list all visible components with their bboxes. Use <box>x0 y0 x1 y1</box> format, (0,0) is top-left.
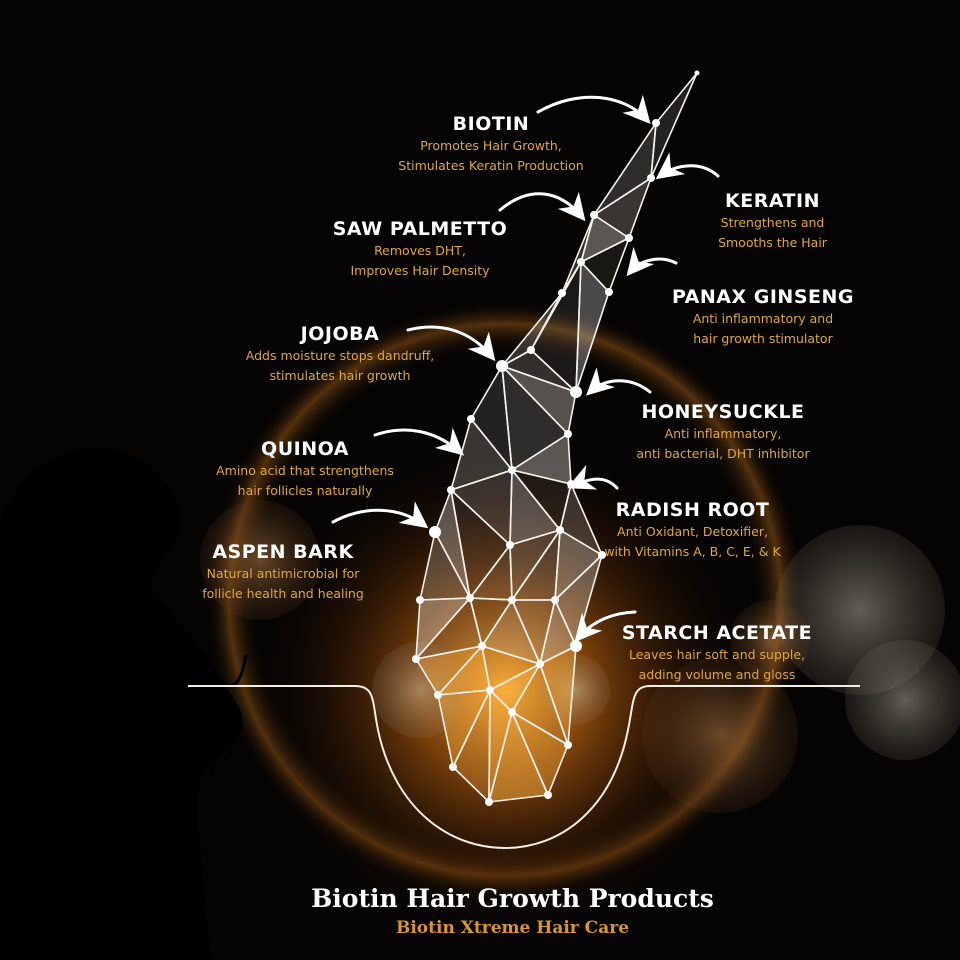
curved-arrow-icon <box>331 501 429 529</box>
curved-arrow-icon <box>373 427 465 456</box>
hair-node <box>551 596 559 604</box>
silhouette-icon <box>0 448 243 960</box>
ingredient-desc: Promotes Hair Growth, <box>420 138 562 153</box>
hair-node <box>536 660 544 668</box>
curved-arrow-icon <box>406 325 496 362</box>
curved-arrow-icon <box>567 464 619 490</box>
ingredient-keratin: KERATIN Strengthens and Smooths the Hair <box>700 189 845 253</box>
ingredient-desc: follicle health and healing <box>202 586 364 601</box>
hair-strand-icon <box>412 70 700 806</box>
curved-arrow-icon <box>586 367 652 396</box>
hair-node <box>558 289 566 297</box>
hair-node <box>598 551 606 559</box>
hair-node <box>625 234 633 242</box>
ingredient-desc: Improves Hair Density <box>350 263 490 278</box>
background-bokeh <box>200 300 960 950</box>
curved-arrow-icon <box>655 152 720 180</box>
ingredient-name: KERATIN <box>725 190 820 212</box>
ingredient-desc: Anti Oxidant, Detoxifier, <box>617 524 768 539</box>
ingredient-name: JOJOBA <box>300 323 380 345</box>
skin-line <box>188 685 860 850</box>
hair-node <box>570 386 582 398</box>
hair-node <box>486 686 494 694</box>
ingredient-desc: Anti inflammatory and <box>692 311 834 326</box>
ingredient-honeysuckle: HONEYSUCKLE Anti inflammatory, anti bact… <box>618 400 828 464</box>
hair-node <box>564 741 572 749</box>
hair-node <box>429 526 441 538</box>
ingredient-name: RADISH ROOT <box>615 499 770 521</box>
hair-node <box>508 708 516 716</box>
ingredient-name: QUINOA <box>261 438 349 460</box>
hair-node <box>496 360 508 372</box>
ingredient-saw-palmetto: SAW PALMETTO Removes DHT, Improves Hair … <box>325 217 515 281</box>
curved-arrow-icon <box>498 191 586 222</box>
footer-title: Biotin Hair Growth Products <box>311 884 714 913</box>
hair-node <box>506 541 514 549</box>
ingredient-desc: anti bacterial, DHT inhibitor <box>636 446 810 461</box>
ingredient-name: SAW PALMETTO <box>332 218 508 240</box>
ingredient-biotin: BIOTIN Promotes Hair Growth, Stimulates … <box>376 112 606 176</box>
hair-node <box>652 119 660 127</box>
hair-node <box>647 174 655 182</box>
hair-node <box>467 415 475 423</box>
hair-node <box>527 346 535 354</box>
hair-node <box>508 596 516 604</box>
ingredient-desc: Smooths the Hair <box>718 235 827 250</box>
hair-facet <box>488 711 549 803</box>
curved-arrow-icon <box>574 610 637 643</box>
hair-node <box>605 288 613 296</box>
ingredient-desc: Removes DHT, <box>374 243 466 258</box>
hair-node <box>416 596 424 604</box>
hair-node <box>466 594 474 602</box>
hair-node <box>590 211 598 219</box>
ingredient-name: BIOTIN <box>452 113 530 135</box>
ingredient-desc: Adds moisture stops dandruff, <box>245 348 435 363</box>
ingredient-desc: Strengthens and <box>720 215 825 230</box>
hair-node <box>544 791 552 799</box>
hair-node <box>564 430 572 438</box>
curved-arrow-icon <box>626 246 678 277</box>
hair-node <box>434 691 442 699</box>
ingredient-aspen-bark: ASPEN BARK Natural antimicrobial for fol… <box>178 540 388 604</box>
ingredient-desc: with Vitamins A, B, C, E, & K <box>604 544 781 559</box>
ingredient-desc: hair growth stimulator <box>693 331 833 346</box>
hair-node <box>556 526 564 534</box>
ingredient-desc: Stimulates Keratin Production <box>398 158 584 173</box>
hair-node <box>508 466 516 474</box>
ingredient-jojoba: JOJOBA Adds moisture stops dandruff, sti… <box>235 322 445 386</box>
ingredient-name: ASPEN BARK <box>212 541 354 563</box>
hair-node <box>694 70 700 76</box>
ingredient-desc: Amino acid that strengthens <box>216 463 394 478</box>
ingredient-panax-ginseng: PANAX GINSENG Anti inflammatory and hair… <box>668 285 858 349</box>
ingredient-radish-root: RADISH ROOT Anti Oxidant, Detoxifier, wi… <box>585 498 800 562</box>
ingredient-name: PANAX GINSENG <box>672 286 854 308</box>
ingredient-name: STARCH ACETATE <box>621 622 813 644</box>
arrow-group <box>331 94 720 643</box>
ingredient-quinoa: QUINOA Amino acid that strengthens hair … <box>195 437 415 501</box>
hair-facet <box>452 689 491 803</box>
ingredient-name: HONEYSUCKLE <box>641 401 805 423</box>
hair-node <box>449 763 457 771</box>
hair-node <box>485 798 493 806</box>
ingredient-desc: adding volume and gloss <box>638 667 796 682</box>
ingredient-desc: Anti inflammatory, <box>664 426 782 441</box>
ingredient-desc: hair follicles naturally <box>237 483 373 498</box>
hair-node <box>447 486 455 494</box>
hair-node <box>570 640 582 652</box>
hair-node <box>412 655 420 663</box>
footer-subtitle: Biotin Xtreme Hair Care <box>395 918 630 938</box>
ingredient-desc: Leaves hair soft and supple, <box>629 647 805 662</box>
curved-arrow-icon <box>536 94 651 125</box>
ingredient-desc: stimulates hair growth <box>269 368 411 383</box>
ingredient-starch-acetate: STARCH ACETATE Leaves hair soft and supp… <box>612 621 822 685</box>
hair-node <box>478 642 486 650</box>
hair-node <box>577 258 585 266</box>
ingredient-desc: Natural antimicrobial for <box>206 566 360 581</box>
